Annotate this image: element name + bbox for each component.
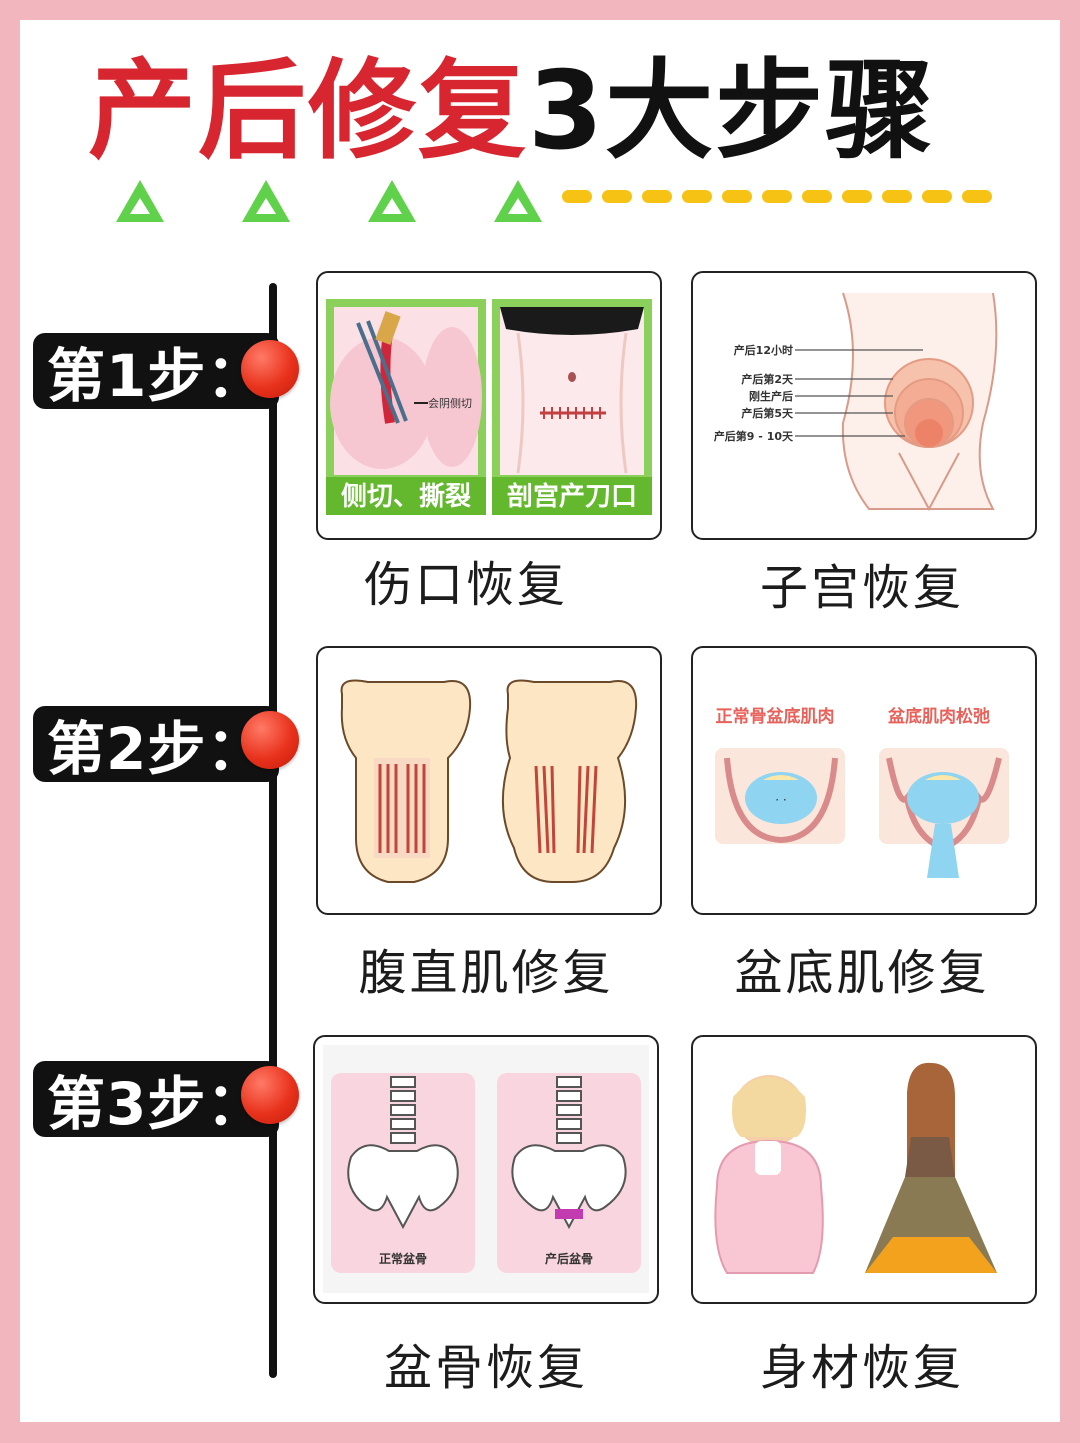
- step-1-label: 第1步：: [33, 333, 280, 410]
- step-2-dot: [241, 711, 299, 769]
- step-3-dot: [241, 1066, 299, 1124]
- caption-pelvis: 盆骨恢复: [383, 1340, 588, 1396]
- title-black-part: 3大步骤: [528, 49, 936, 174]
- body-recovery-card: [691, 1035, 1037, 1304]
- episiotomy-note: 会阴侧切: [428, 397, 472, 410]
- caption-wound: 伤口恢复: [363, 557, 568, 613]
- step-3-label: 第3步：: [33, 1061, 280, 1138]
- pelvic-floor-recovery-card: 正常骨盆底肌肉 盆底肌肉松弛 · ·: [691, 646, 1037, 915]
- caption-body: 身材恢复: [759, 1340, 964, 1396]
- uterus-label-4: 产后第5天: [741, 406, 794, 420]
- triangle-icon: [368, 180, 416, 222]
- uterus-label-5: 产后第9 - 10天: [714, 429, 794, 443]
- pelvis-illustration: 正常盆骨 产后盆骨: [323, 1045, 649, 1293]
- triangle-icon: [494, 180, 542, 222]
- abdominal-illustration: [340, 679, 638, 883]
- pelvis-recovery-card: 正常盆骨 产后盆骨: [313, 1035, 659, 1304]
- svg-text:· ·: · ·: [775, 793, 786, 807]
- pelvic-floor-illustration: 正常骨盆底肌肉 盆底肌肉松弛 · ·: [715, 706, 1009, 878]
- step-2-label: 第2步：: [33, 706, 280, 783]
- triangle-icon: [242, 180, 290, 222]
- pelvic-floor-right-label: 盆底肌肉松弛: [887, 706, 990, 727]
- wound-illustration: 会阴侧切 侧切、撕裂 剖宫产刀口: [326, 299, 652, 515]
- abdominal-recovery-card: [316, 646, 662, 915]
- pelvic-floor-left-label: 正常骨盆底肌肉: [716, 706, 835, 727]
- triangle-icon: [116, 180, 164, 222]
- body-illustration: [714, 1062, 997, 1274]
- caption-uterus: 子宫恢复: [759, 560, 964, 616]
- decor-triangles: [112, 176, 546, 226]
- uterus-label-1: 产后12小时: [734, 343, 793, 357]
- caption-pelvic-floor: 盆底肌修复: [734, 945, 990, 1001]
- timeline-line: [269, 283, 277, 1378]
- wound-recovery-card: 会阴侧切 侧切、撕裂 剖宫产刀口: [316, 271, 662, 540]
- pelvis-right-label: 产后盆骨: [545, 1251, 593, 1266]
- uterus-recovery-card: 产后12小时 产后第2天 刚生产后 产后第5天 产后第9 - 10天: [691, 271, 1037, 540]
- uterus-label-3: 刚生产后: [749, 389, 793, 403]
- tag-cesarean: 剖宫产刀口: [507, 481, 637, 512]
- page-title: 产后修复3大步骤: [88, 58, 935, 166]
- pelvis-left-label: 正常盆骨: [379, 1251, 427, 1266]
- uterus-label-2: 产后第2天: [741, 372, 794, 386]
- decor-dashes: [562, 190, 1002, 204]
- caption-abdominal: 腹直肌修复: [358, 945, 614, 1001]
- title-red-part: 产后修复: [88, 49, 529, 174]
- step-1-dot: [241, 340, 299, 398]
- uterus-illustration: 产后12小时 产后第2天 刚生产后 产后第5天 产后第9 - 10天: [714, 292, 998, 512]
- tag-episiotomy: 侧切、撕裂: [341, 481, 471, 512]
